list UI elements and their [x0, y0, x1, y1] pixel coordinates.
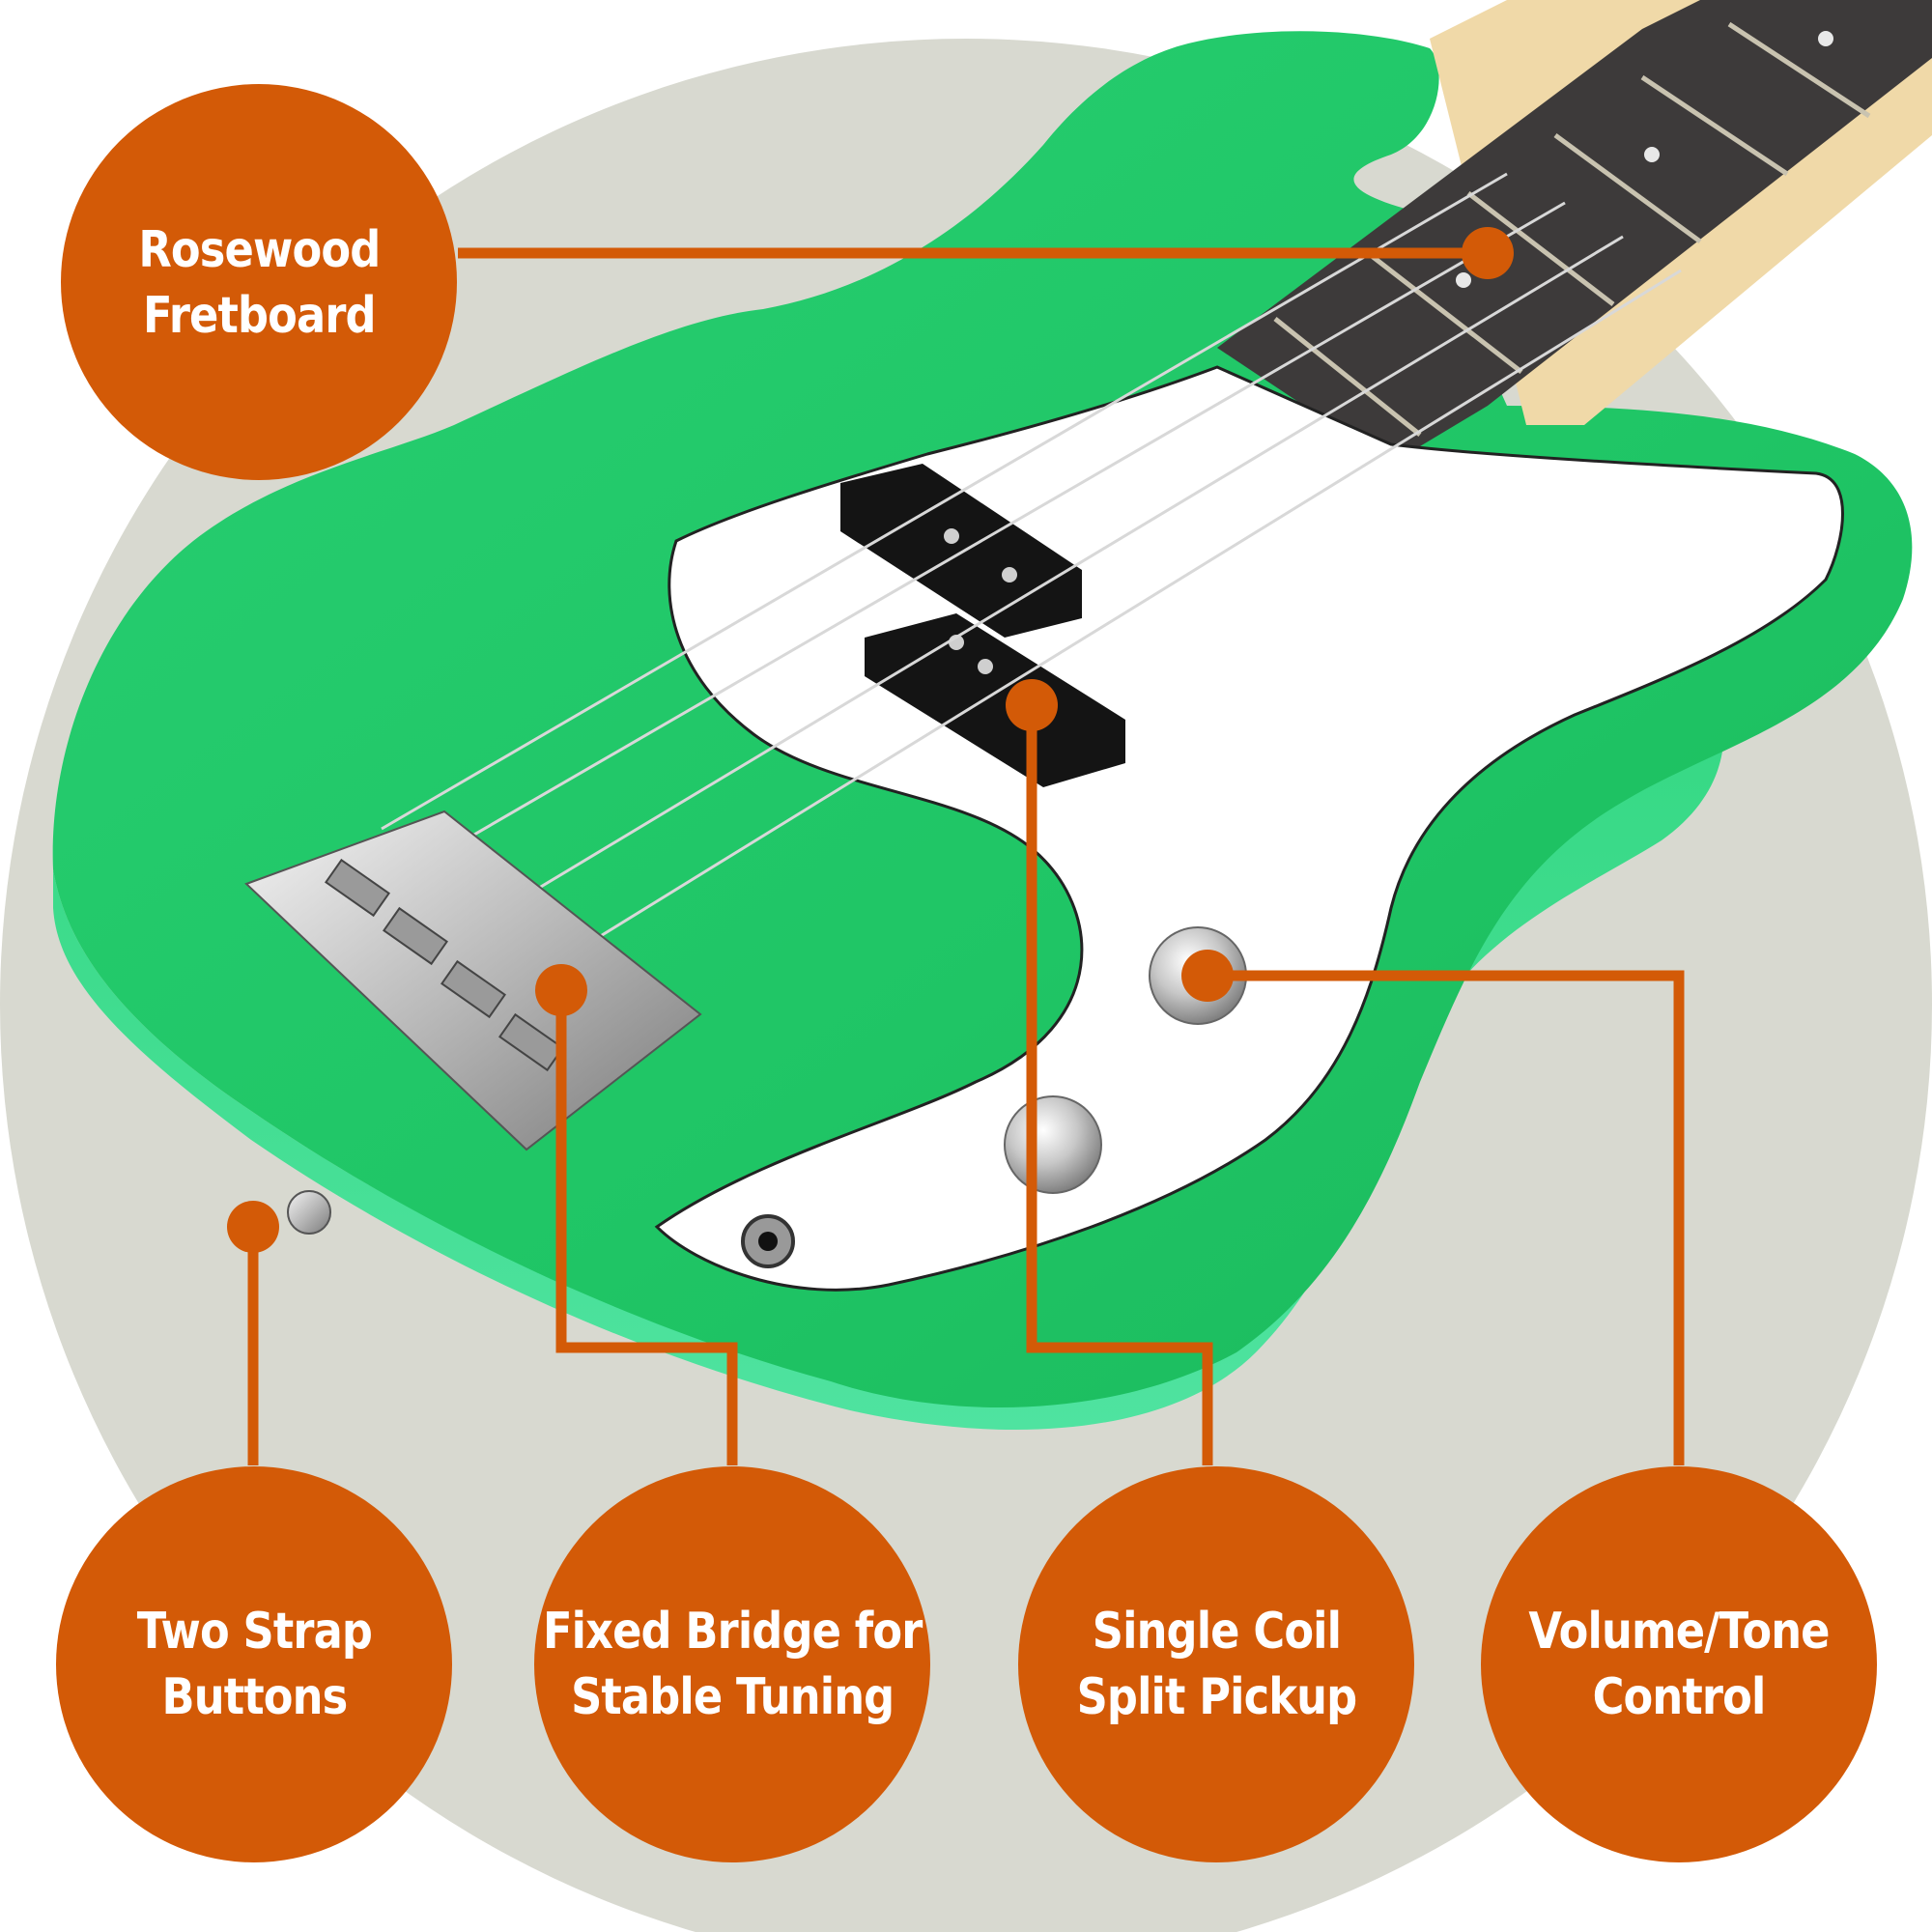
callout-line: Single Coil [1092, 1603, 1341, 1661]
callout-line: Volume/Tone [1528, 1603, 1830, 1661]
callout-label: Two Strap Buttons [136, 1599, 372, 1730]
strap-button [287, 1190, 331, 1235]
fretboard [1217, 0, 1932, 464]
fret-markers [1456, 31, 1833, 288]
callout-line: Rosewood [138, 220, 381, 279]
callout-line: Fixed Bridge for [542, 1603, 923, 1661]
callout-lines [247, 247, 1685, 1465]
pickup-lower [865, 613, 1125, 787]
bridge-saddles [325, 858, 564, 1072]
callout-fixed-bridge: Fixed Bridge for Stable Tuning [537, 1465, 927, 1863]
frets [1273, 21, 1871, 437]
callout-line: Control [1592, 1668, 1767, 1726]
callout-line: Buttons [161, 1668, 348, 1726]
output-jack-hole [758, 1232, 778, 1251]
strings [381, 172, 1682, 978]
callout-label: Fixed Bridge for Stable Tuning [543, 1599, 923, 1730]
callout-line: Fretboard [143, 286, 377, 345]
tone-knob [1004, 1095, 1102, 1194]
pickup-upper [840, 464, 1082, 638]
callout-single-coil-split-pickup: Single Coil Split Pickup [1021, 1465, 1411, 1863]
callout-rosewood-fretboard: Rosewood Fretboard [61, 84, 458, 481]
callout-volume-tone-control: Volume/Tone Control [1480, 1465, 1878, 1863]
callout-label: Volume/Tone Control [1528, 1599, 1830, 1730]
callout-circles [56, 84, 1877, 1862]
callout-line: Split Pickup [1076, 1668, 1357, 1726]
callout-label: Single Coil Split Pickup [1076, 1599, 1357, 1730]
callout-two-strap-buttons: Two Strap Buttons [61, 1465, 447, 1863]
callout-line: Stable Tuning [570, 1668, 895, 1726]
callout-line: Two Strap [136, 1603, 372, 1661]
callout-label: Rosewood Fretboard [138, 217, 381, 349]
callout-dots [227, 227, 1514, 1253]
